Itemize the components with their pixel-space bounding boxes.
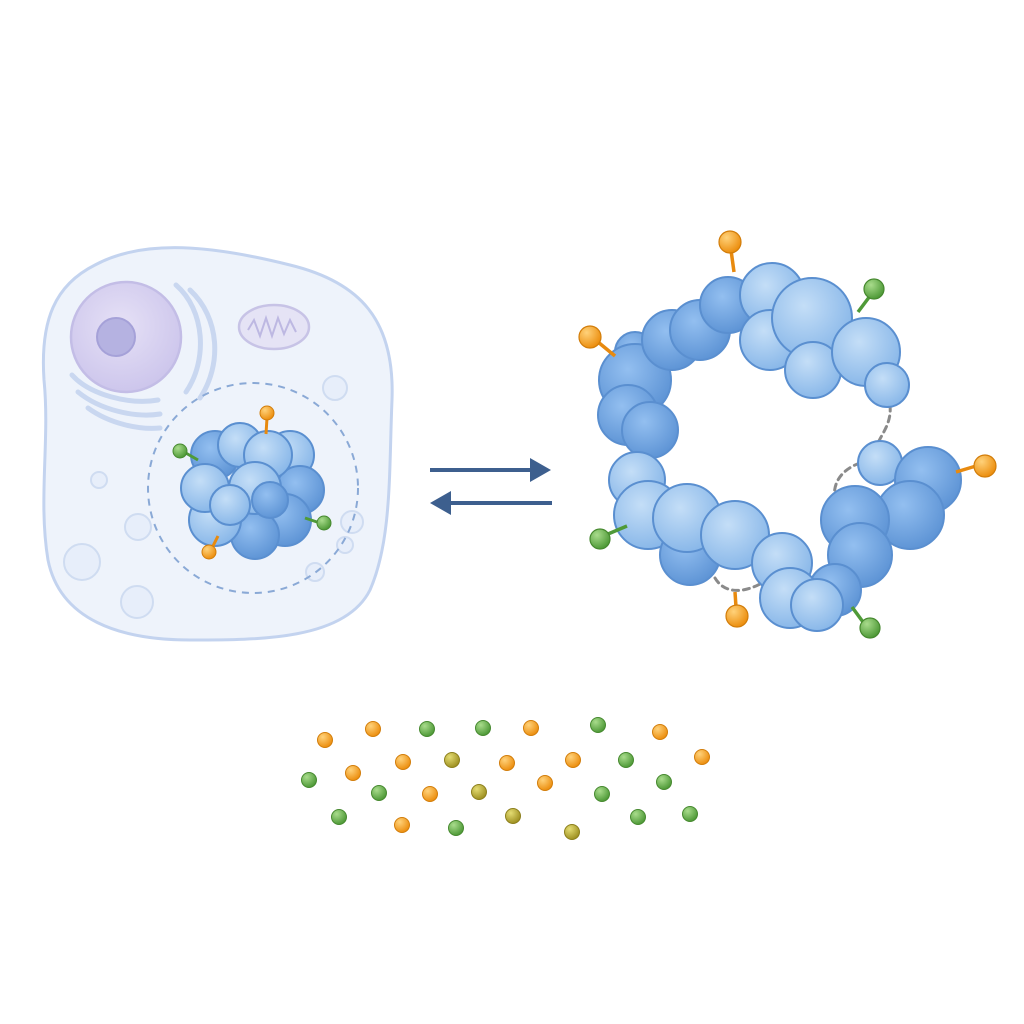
- free-molecule-orange: [523, 720, 539, 736]
- free-molecule-orange: [537, 775, 553, 791]
- phosphate-orange: [201, 544, 217, 560]
- nucleus-icon: [69, 280, 183, 394]
- phosphate-green: [172, 443, 188, 459]
- phosphate-green: [863, 278, 885, 300]
- free-modification-groups-icon: [301, 717, 710, 840]
- forward-arrow-head: [530, 458, 551, 482]
- phosphate-green: [859, 617, 881, 639]
- free-molecule-olive: [444, 752, 460, 768]
- free-molecule-green: [419, 721, 435, 737]
- free-molecule-green: [301, 772, 317, 788]
- equilibrium-arrows-icon: [430, 458, 552, 515]
- cell-icon: [41, 246, 394, 642]
- free-molecule-orange: [565, 752, 581, 768]
- protein-segment-light: [739, 262, 910, 408]
- free-molecule-orange: [652, 724, 668, 740]
- protein-segment-dark: [597, 276, 757, 459]
- folded-protein-modifications: [172, 405, 332, 560]
- phosphate-green: [589, 528, 611, 550]
- free-molecule-green: [594, 786, 610, 802]
- free-molecule-orange: [422, 786, 438, 802]
- free-molecule-orange: [317, 732, 333, 748]
- nucleolus: [96, 317, 136, 357]
- protein-region-boundary: [147, 382, 359, 594]
- free-molecule-green: [475, 720, 491, 736]
- unfolded-protein-modifications: [578, 230, 997, 639]
- free-molecule-green: [590, 717, 606, 733]
- free-molecule-orange: [694, 749, 710, 765]
- free-molecule-orange: [365, 721, 381, 737]
- free-molecule-olive: [471, 784, 487, 800]
- free-molecule-orange: [499, 755, 515, 771]
- phosphate-orange: [259, 405, 275, 421]
- free-molecule-green: [371, 785, 387, 801]
- unfolded-protein-icon: [578, 230, 997, 639]
- free-molecule-green: [618, 752, 634, 768]
- phosphate-orange: [973, 454, 997, 478]
- free-molecule-green: [331, 809, 347, 825]
- free-molecule-green: [630, 809, 646, 825]
- folded-protein-icon: [180, 422, 325, 560]
- phosphate-orange: [725, 604, 749, 628]
- phosphate-green: [316, 515, 332, 531]
- free-molecule-green: [656, 774, 672, 790]
- free-molecule-olive: [564, 824, 580, 840]
- phosphate-orange: [578, 325, 602, 349]
- phosphate-orange: [718, 230, 742, 254]
- mitochondrion-icon: [237, 303, 311, 351]
- protein-segment-light: [608, 451, 844, 632]
- endoplasmic-reticulum: [69, 282, 218, 431]
- free-molecule-orange: [395, 754, 411, 770]
- free-molecule-green: [682, 806, 698, 822]
- free-molecule-olive: [505, 808, 521, 824]
- reverse-arrow-head: [430, 491, 451, 515]
- free-molecule-green: [448, 820, 464, 836]
- vesicles: [63, 375, 364, 619]
- free-molecule-orange: [345, 765, 361, 781]
- free-molecule-orange: [394, 817, 410, 833]
